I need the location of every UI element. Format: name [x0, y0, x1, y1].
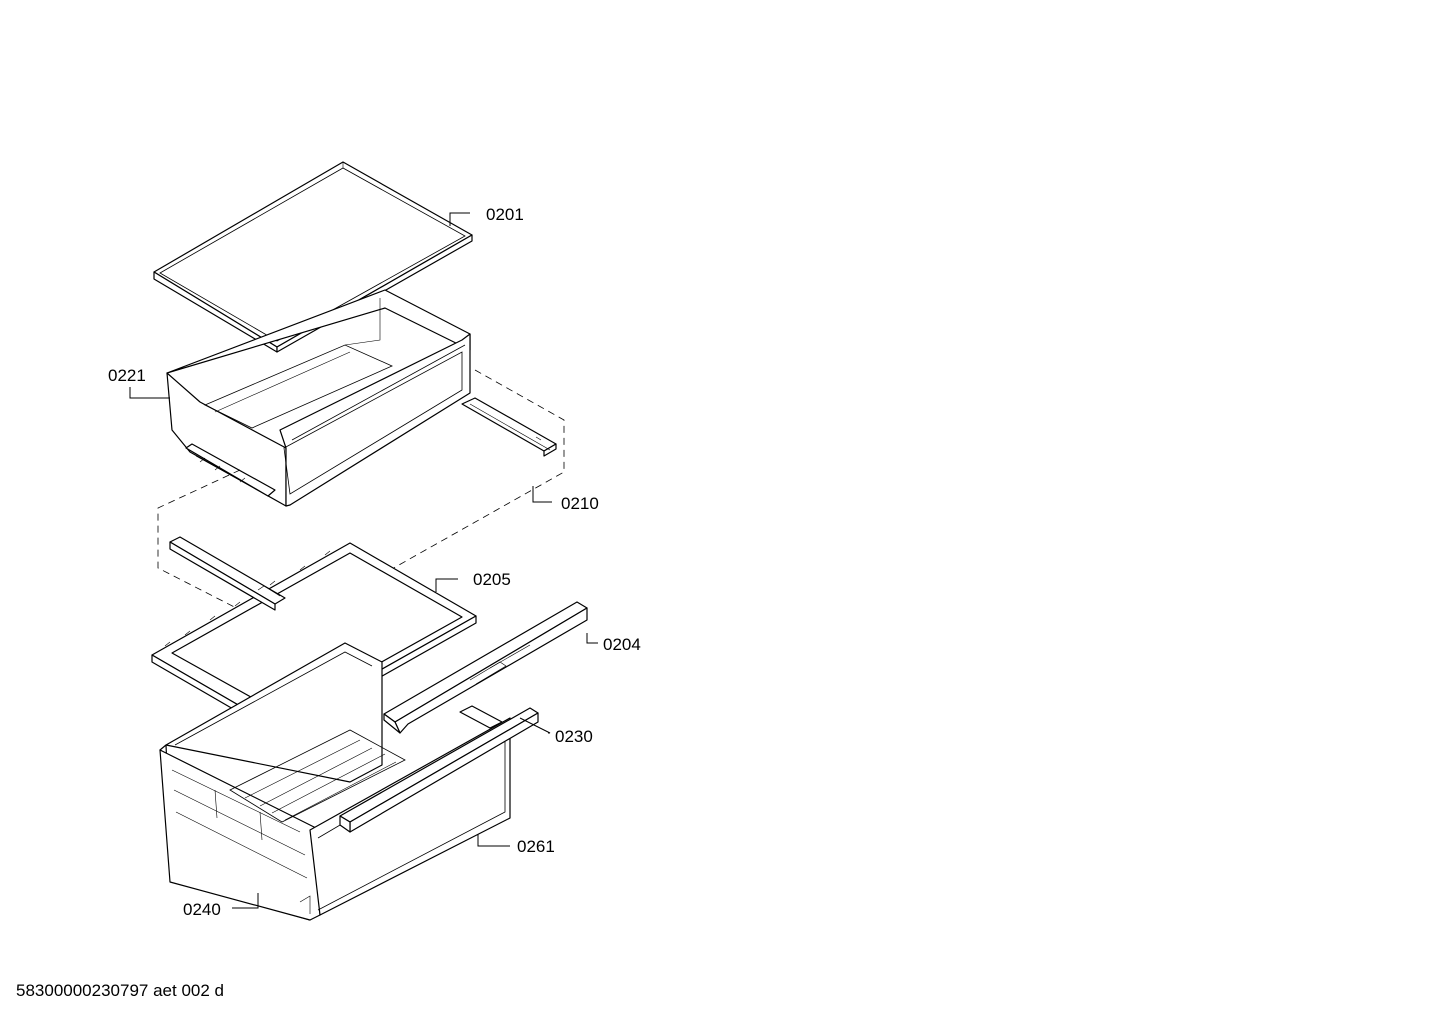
callout-0205[interactable]: 0205 [473, 570, 511, 589]
callout-0210[interactable]: 0210 [561, 494, 599, 513]
part-0205-side-rail[interactable] [169, 536, 286, 611]
callout-0230[interactable]: 0230 [555, 727, 593, 746]
callout-0240[interactable]: 0240 [183, 900, 221, 919]
callout-0221[interactable]: 0221 [108, 366, 146, 385]
part-0210-rail[interactable] [461, 397, 557, 457]
part-0261-front-handle[interactable] [339, 707, 539, 833]
callout-0201[interactable]: 0201 [486, 205, 524, 224]
part-0221-upper-drawer[interactable] [166, 289, 471, 507]
part-0240-lower-drawer[interactable] [159, 642, 511, 921]
callout-0261[interactable]: 0261 [517, 837, 555, 856]
callout-leaders [129, 212, 598, 909]
callout-labels: 0201 0221 0210 0205 0204 0230 0261 0240 [108, 205, 641, 919]
callout-0204[interactable]: 0204 [603, 635, 641, 654]
document-id: 58300000230797 aet 002 d [16, 981, 224, 1000]
assembly-guide-lines [157, 369, 565, 633]
part-0230-clip[interactable] [459, 705, 503, 729]
part-0204-trim-strip[interactable] [383, 601, 588, 734]
